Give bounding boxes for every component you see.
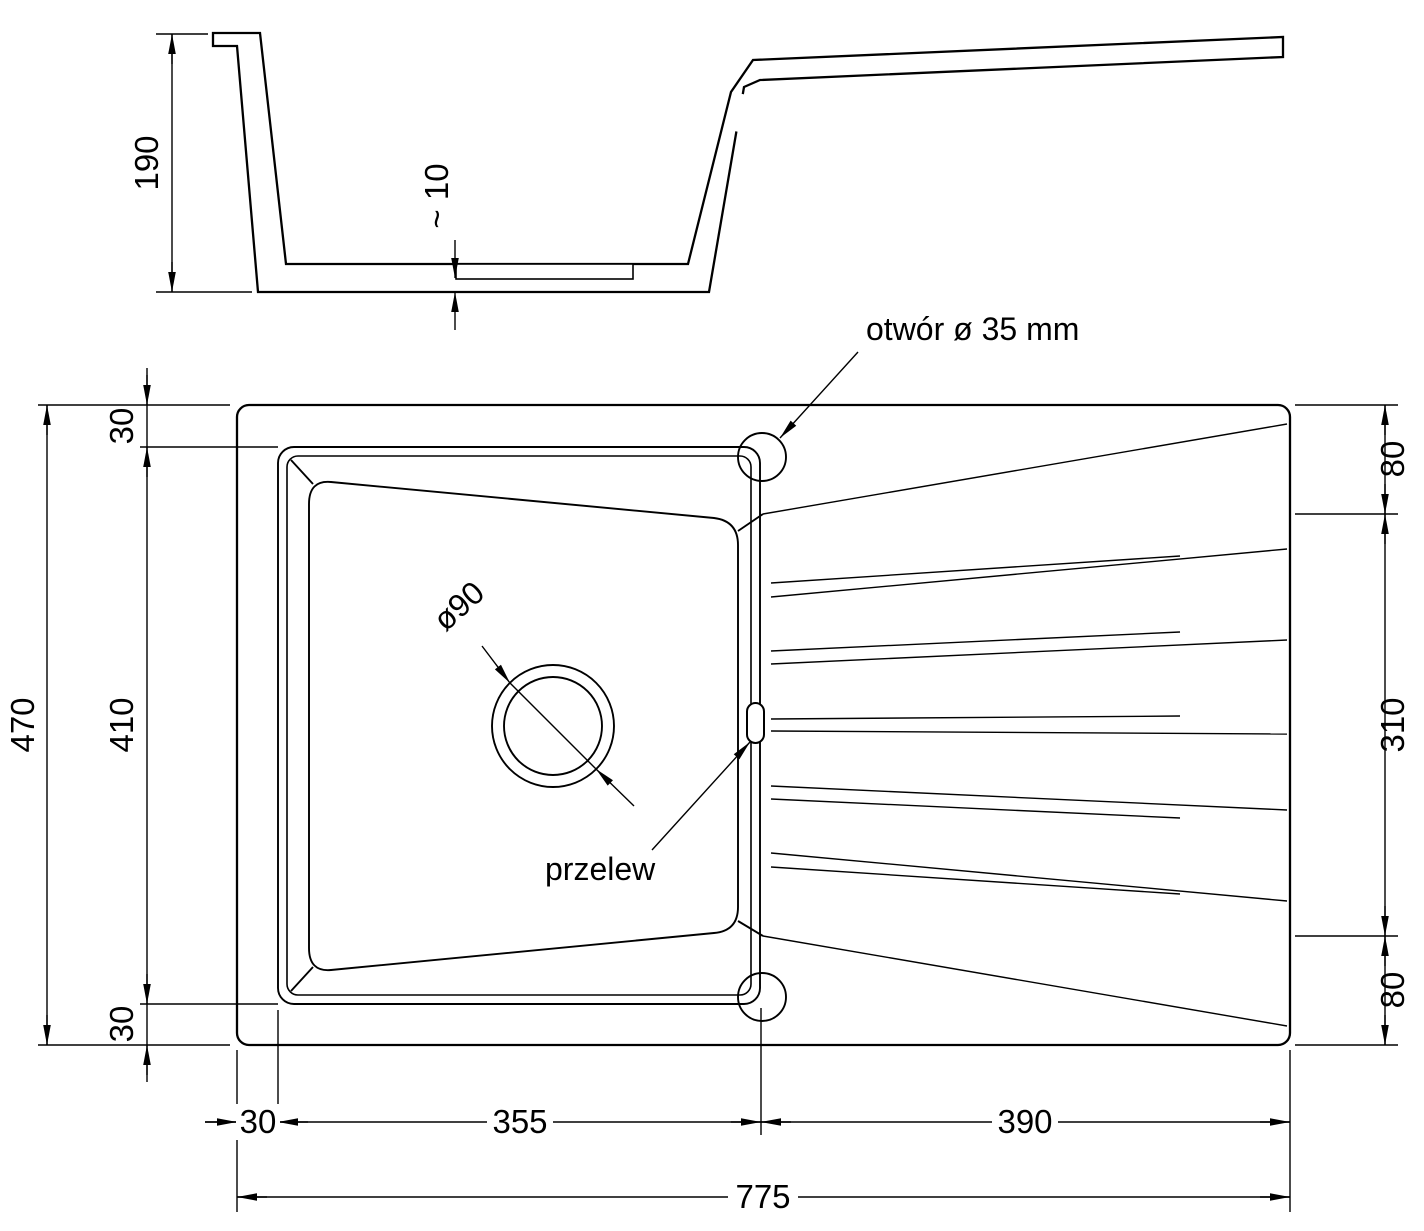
dim-depth-text: 190: [128, 135, 165, 190]
basin-bottom: [308, 480, 739, 972]
basin-chamfer-tr: [737, 513, 764, 532]
overflow-slot: [746, 702, 765, 744]
basin-rim-outer: [277, 446, 761, 1005]
overflow-channel-cut: [725, 92, 747, 132]
groove-line: [770, 631, 1181, 652]
annotation-tap-hole: otwór ø 35 mm: [779, 311, 1079, 439]
dimension-row-widths: 30 355 390: [205, 1103, 1290, 1140]
groove-line: [770, 715, 1181, 720]
dimension-bottom-thickness: ~ 10: [418, 163, 459, 330]
drain-circle-outer: [491, 664, 615, 788]
groove-line: [770, 852, 1288, 902]
tap-hole-label: otwór ø 35 mm: [866, 311, 1079, 347]
dimension-overall-height-470: 470: [4, 405, 51, 1045]
dim-top-margin-text: 30: [103, 408, 140, 445]
groove-line: [770, 785, 1288, 811]
basin-chamfer-tl: [290, 459, 314, 485]
dimension-depth-190: 190: [128, 33, 252, 293]
dimension-overall-width-775: 775: [237, 1178, 1290, 1215]
groove-line: [770, 548, 1288, 598]
dimensions-left: 470 30 410 30: [4, 368, 278, 1082]
dimensions-right: 80 310 80: [1295, 404, 1411, 1046]
drain-label: ø90: [426, 574, 491, 638]
dim-right-top-80-text: 80: [1374, 441, 1411, 478]
drain-recess: [455, 263, 634, 280]
annotation-overflow: przelew: [545, 741, 751, 887]
dim-right-bottom-80-text: 80: [1374, 972, 1411, 1009]
basin-rim-inner: [286, 455, 752, 996]
groove-line: [770, 866, 1181, 895]
cross-section-view: 190 ~ 10: [128, 31, 1285, 330]
drainer-grooves: [762, 423, 1288, 1027]
sink-outline: [235, 403, 1292, 1047]
tap-hole-circle: [737, 432, 787, 482]
section-profile: [211, 31, 1285, 294]
dim-310-text: 310: [1374, 697, 1411, 752]
dimensions-bottom: 30 355 390 775: [205, 1008, 1291, 1215]
groove-line: [770, 639, 1288, 665]
dim-bottom-margin-text: 30: [103, 1006, 140, 1043]
dim-775-text: 775: [735, 1178, 790, 1215]
groove-line: [770, 730, 1288, 735]
dim-bottom-thickness-text: ~ 10: [418, 163, 455, 228]
dim-410-text: 410: [103, 697, 140, 752]
dim-355-text: 355: [492, 1103, 547, 1140]
dimension-left-inner: 30 410 30: [103, 368, 151, 1082]
bottom-hole-circle: [737, 972, 787, 1022]
groove-line: [770, 555, 1181, 584]
overflow-label: przelew: [545, 851, 656, 887]
dim-470-text: 470: [4, 697, 41, 752]
basin-chamfer-bl: [290, 966, 314, 992]
groove-line: [762, 935, 1288, 1027]
groove-line: [762, 423, 1288, 515]
groove-line: [770, 798, 1181, 819]
dim-left-margin-text: 30: [240, 1103, 277, 1140]
drain-circle-inner: [503, 676, 603, 776]
plan-view: otwór ø 35 mm ø90 przelew: [235, 311, 1292, 1047]
basin-chamfer-br: [737, 920, 764, 937]
dim-390-text: 390: [997, 1103, 1052, 1140]
